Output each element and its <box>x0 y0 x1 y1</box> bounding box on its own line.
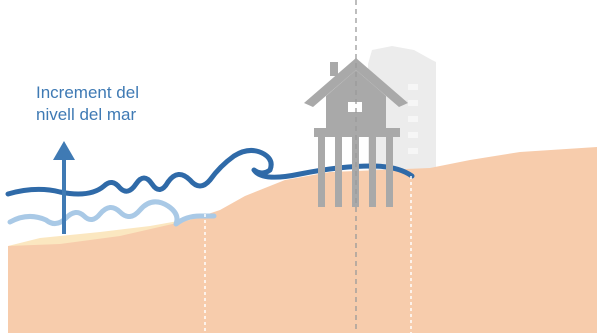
raised-sea-level-wave <box>5 148 415 197</box>
old-sea-level-wave <box>7 199 217 227</box>
building-icon <box>368 46 436 176</box>
label-line-2: nivell del mar <box>36 105 137 124</box>
land-ground <box>8 147 597 333</box>
sea-level-rise-label: Increment del nivell del mar <box>36 82 139 126</box>
up-arrow-icon <box>53 141 75 234</box>
label-line-1: Increment del <box>36 83 139 102</box>
